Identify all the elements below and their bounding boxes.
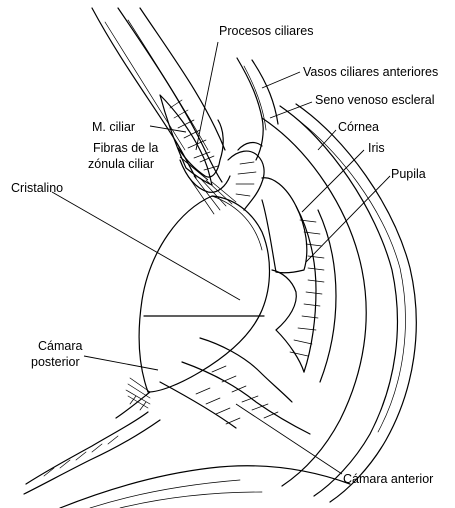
zonular-fibers-upper [188, 176, 236, 214]
leader-iris [302, 150, 364, 212]
leader-seno-venoso [270, 102, 312, 118]
label-cristalino: Cristalino [11, 181, 63, 195]
label-seno-venoso-escleral: Seno venoso escleral [315, 93, 435, 107]
label-cornea: Córnea [338, 120, 379, 134]
label-pupila: Pupila [391, 167, 426, 181]
leader-pupila [306, 176, 390, 262]
label-camara-anterior: Cámara anterior [343, 472, 433, 486]
leader-vasos-ciliares [262, 72, 300, 88]
leader-procesos-ciliares [196, 42, 218, 150]
cornea [262, 104, 416, 502]
leader-camara-posterior [84, 356, 158, 370]
label-camara-posterior-line1: Cámara [38, 339, 83, 353]
label-procesos-ciliares: Procesos ciliares [219, 24, 313, 38]
label-iris: Iris [368, 141, 385, 155]
iris [262, 178, 336, 382]
zonular-fibers-lower [126, 378, 150, 408]
leader-camara-anterior [236, 404, 342, 474]
label-vasos-ciliares-anteriores: Vasos ciliares anteriores [303, 65, 438, 79]
label-fibras-line1: Fibras de la [93, 141, 158, 155]
label-m-ciliar: M. ciliar [92, 120, 135, 134]
label-camara-posterior-line2: posterior [31, 355, 80, 369]
label-fibras-line2: zónula ciliar [88, 157, 154, 171]
